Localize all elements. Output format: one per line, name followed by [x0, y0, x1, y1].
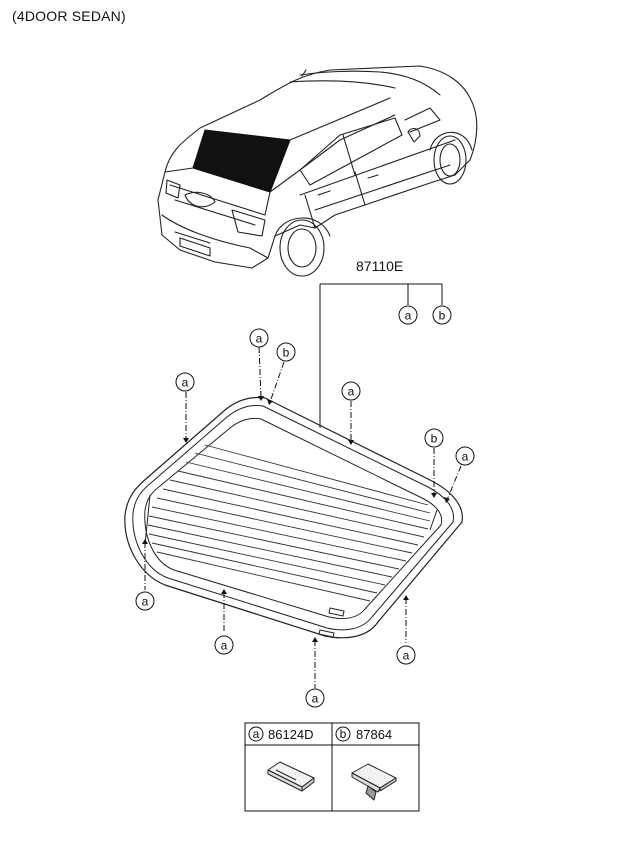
svg-text:a: a	[462, 450, 469, 464]
callout-a: a	[175, 372, 195, 392]
legend-item-b: b 87864	[335, 726, 392, 742]
callout-a: a	[455, 446, 475, 466]
callout-a: a	[396, 645, 416, 665]
leader-lines	[144, 346, 462, 688]
callout-a: a	[341, 381, 361, 401]
diagram-subtitle: (4DOOR SEDAN)	[12, 8, 126, 24]
callout-a: a	[305, 688, 325, 708]
svg-text:a: a	[253, 727, 260, 741]
callout-a: a	[249, 328, 269, 348]
svg-text:b: b	[283, 346, 290, 360]
svg-text:a: a	[403, 649, 410, 663]
legend-item-a: a 86124D	[248, 726, 314, 742]
svg-text:a: a	[348, 385, 355, 399]
callout-circles: a b a b a a b a a a a a	[135, 305, 475, 708]
svg-text:87864: 87864	[356, 727, 392, 742]
part-b-drawing	[351, 763, 397, 801]
svg-text:a: a	[142, 595, 149, 609]
assembly-part-number: 87110E	[356, 258, 403, 274]
callout-a: a	[398, 305, 418, 325]
svg-text:86124D: 86124D	[268, 727, 314, 742]
callout-a: a	[135, 591, 155, 611]
rear-glass	[124, 396, 463, 639]
callout-b: b	[424, 428, 444, 448]
svg-text:b: b	[340, 727, 347, 741]
car-illustration	[157, 65, 478, 277]
svg-text:a: a	[221, 639, 228, 653]
svg-text:a: a	[312, 692, 319, 706]
leader-arrowheads	[142, 396, 450, 642]
assembly-callout	[319, 283, 443, 428]
callout-a: a	[214, 635, 234, 655]
part-a-drawing	[267, 761, 315, 792]
svg-text:b: b	[439, 309, 446, 323]
svg-text:a: a	[405, 309, 412, 323]
callout-b: b	[432, 305, 452, 325]
parts-legend-table: a 86124D b 87864	[244, 722, 420, 812]
svg-text:b: b	[431, 432, 438, 446]
callout-b: b	[276, 342, 296, 362]
rear-window-highlight	[192, 129, 291, 193]
svg-text:a: a	[182, 376, 189, 390]
svg-text:a: a	[256, 332, 263, 346]
